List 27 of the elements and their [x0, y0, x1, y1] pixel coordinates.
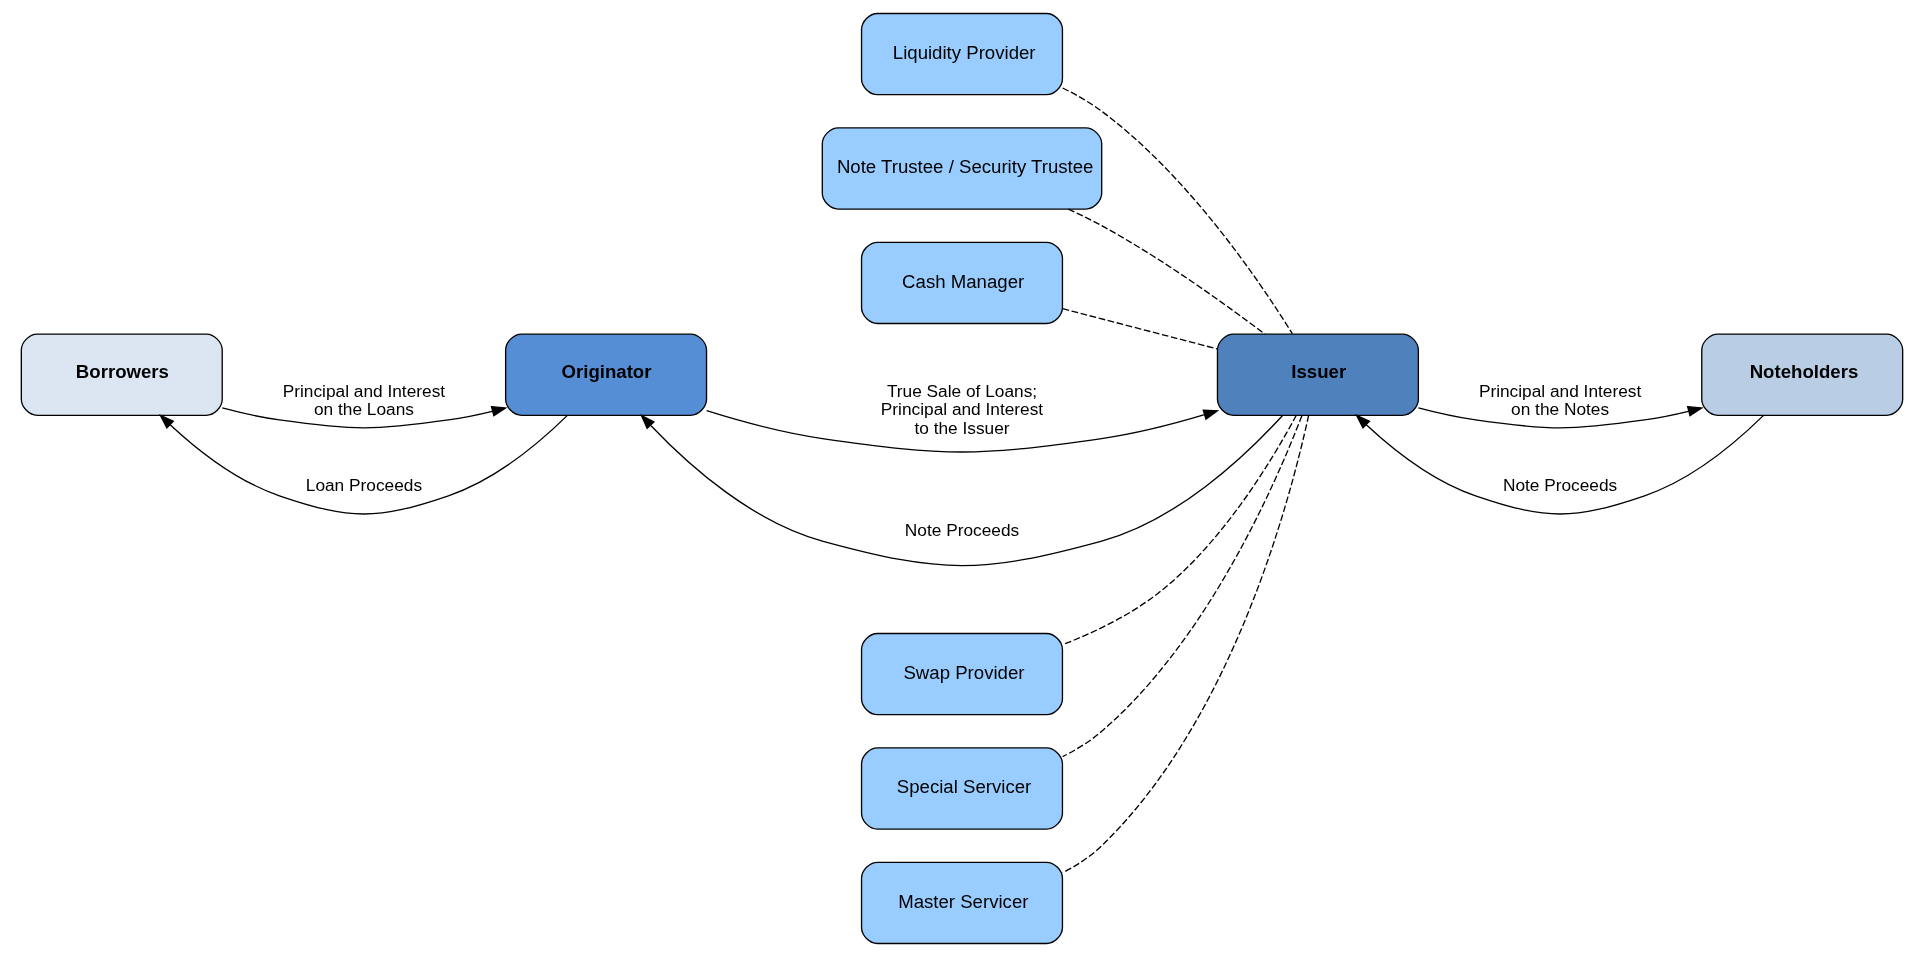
edge-label: True Sale of Loans; Principal and Interest to the Issuer — [880, 380, 1044, 438]
edge-label: Loan Proceeds — [305, 475, 423, 496]
connector — [1062, 308, 1219, 350]
node-box: Special Servicer — [860, 747, 1064, 830]
node-box: Originator — [504, 333, 708, 416]
edge-label: Principal and Interest on the Loans — [282, 380, 446, 420]
node-box: Borrowers — [20, 333, 223, 416]
node-box: Noteholders — [1701, 333, 1904, 416]
connector — [1062, 414, 1310, 874]
node-box: Swap Provider — [860, 632, 1064, 716]
connector — [1061, 87, 1294, 335]
arrow — [1355, 414, 1765, 515]
edge-label: Note Proceeds — [904, 520, 1020, 541]
node-box: Master Servicer — [860, 861, 1064, 945]
connector — [1062, 415, 1303, 758]
arrow — [221, 405, 508, 429]
edge-label: Note Proceeds — [1502, 475, 1618, 496]
arrow — [1417, 405, 1704, 429]
node-box: Issuer — [1216, 333, 1420, 416]
arrow — [640, 413, 1284, 567]
arrow — [159, 414, 569, 515]
edge-label: Principal and Interest on the Notes — [1478, 380, 1642, 420]
node-box: Cash Manager — [860, 241, 1064, 325]
connector — [1062, 414, 1297, 646]
arrow — [706, 409, 1220, 453]
node-box: Liquidity Provider — [860, 12, 1064, 96]
node-box: Note Trustee / Security Trustee — [821, 127, 1103, 210]
